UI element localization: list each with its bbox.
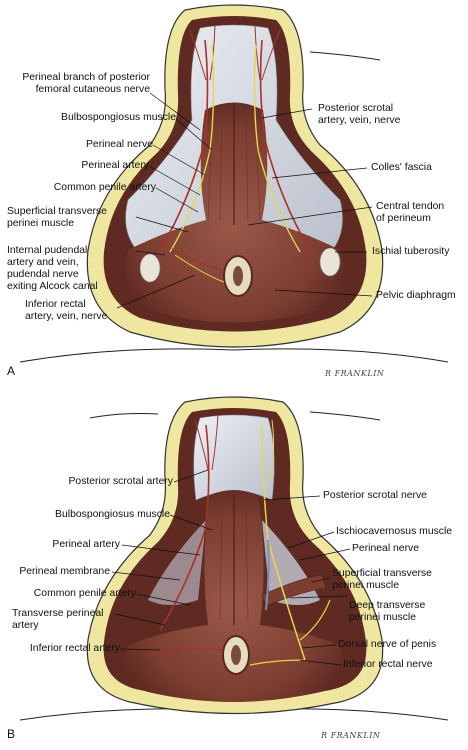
label-perineal-artery: Perineal artery <box>81 160 149 171</box>
label-posterior-scrotal-avn: Posterior scrotal artery, vein, nerve <box>318 103 401 126</box>
label-pelvic-diaphragm: Pelvic diaphragm <box>376 290 456 301</box>
label-posterior-scrotal-artery: Posterior scrotal artery <box>68 476 173 487</box>
label-ischial-tuberosity: Ischial tuberosity <box>372 246 450 257</box>
label-perineal-artery-b: Perineal artery <box>52 539 120 550</box>
label-internal-pudendal: Internal pudendal artery and vein, puden… <box>7 245 98 292</box>
label-common-penile-artery-b: Common penile artery <box>33 588 136 599</box>
label-perineal-nerve-b: Perineal nerve <box>352 543 420 554</box>
artist-signature-b: R FRANKLIN <box>321 731 381 740</box>
panel-a-leader-lines <box>116 92 373 309</box>
label-superficial-transverse-perinei: Superficial transverse perinei muscle <box>7 206 107 229</box>
label-superficial-transverse-perinei-b: Superficial transverse perinei muscle <box>332 568 432 591</box>
label-common-penile-artery: Common penile artery <box>53 182 156 193</box>
panel-label-a: A <box>7 364 16 378</box>
label-deep-transverse-perinei: Deep transverse perinei muscle <box>349 600 426 623</box>
panel-a-illustration <box>19 4 449 363</box>
label-inferior-rectal: Inferior rectal artery, vein, nerve <box>25 299 108 322</box>
label-perineal-nerve: Perineal nerve <box>85 139 153 150</box>
panel-b-illustration <box>19 396 449 721</box>
label-bulbospongiosus-muscle: Bulbospongiosus muscle <box>61 112 176 123</box>
label-posterior-scrotal-nerve: Posterior scrotal nerve <box>323 490 427 501</box>
panel-b-leader-lines <box>111 469 351 666</box>
artist-signature: R FRANKLIN <box>325 369 385 378</box>
label-central-tendon: Central tendon of perineum <box>376 201 445 224</box>
label-ischiocavernosus-muscle: Ischiocavernosus muscle <box>336 526 453 537</box>
label-bulbospongiosus-muscle-b: Bulbospongiosus muscle <box>55 509 170 520</box>
label-colles-fascia: Colles' fascia <box>371 162 432 173</box>
label-transverse-perineal-artery: Transverse perineal artery <box>12 608 104 631</box>
label-perineal-membrane: Perineal membrane <box>19 566 110 577</box>
label-perineal-branch-nerve: Perineal branch of posterior femoral cut… <box>22 72 150 95</box>
panel-label-b: B <box>7 727 16 741</box>
label-inferior-rectal-artery: Inferior rectal artery <box>29 643 120 654</box>
label-inferior-rectal-nerve: Inferior rectal nerve <box>343 659 433 670</box>
label-dorsal-nerve-of-penis: Dorsal nerve of penis <box>338 639 437 650</box>
